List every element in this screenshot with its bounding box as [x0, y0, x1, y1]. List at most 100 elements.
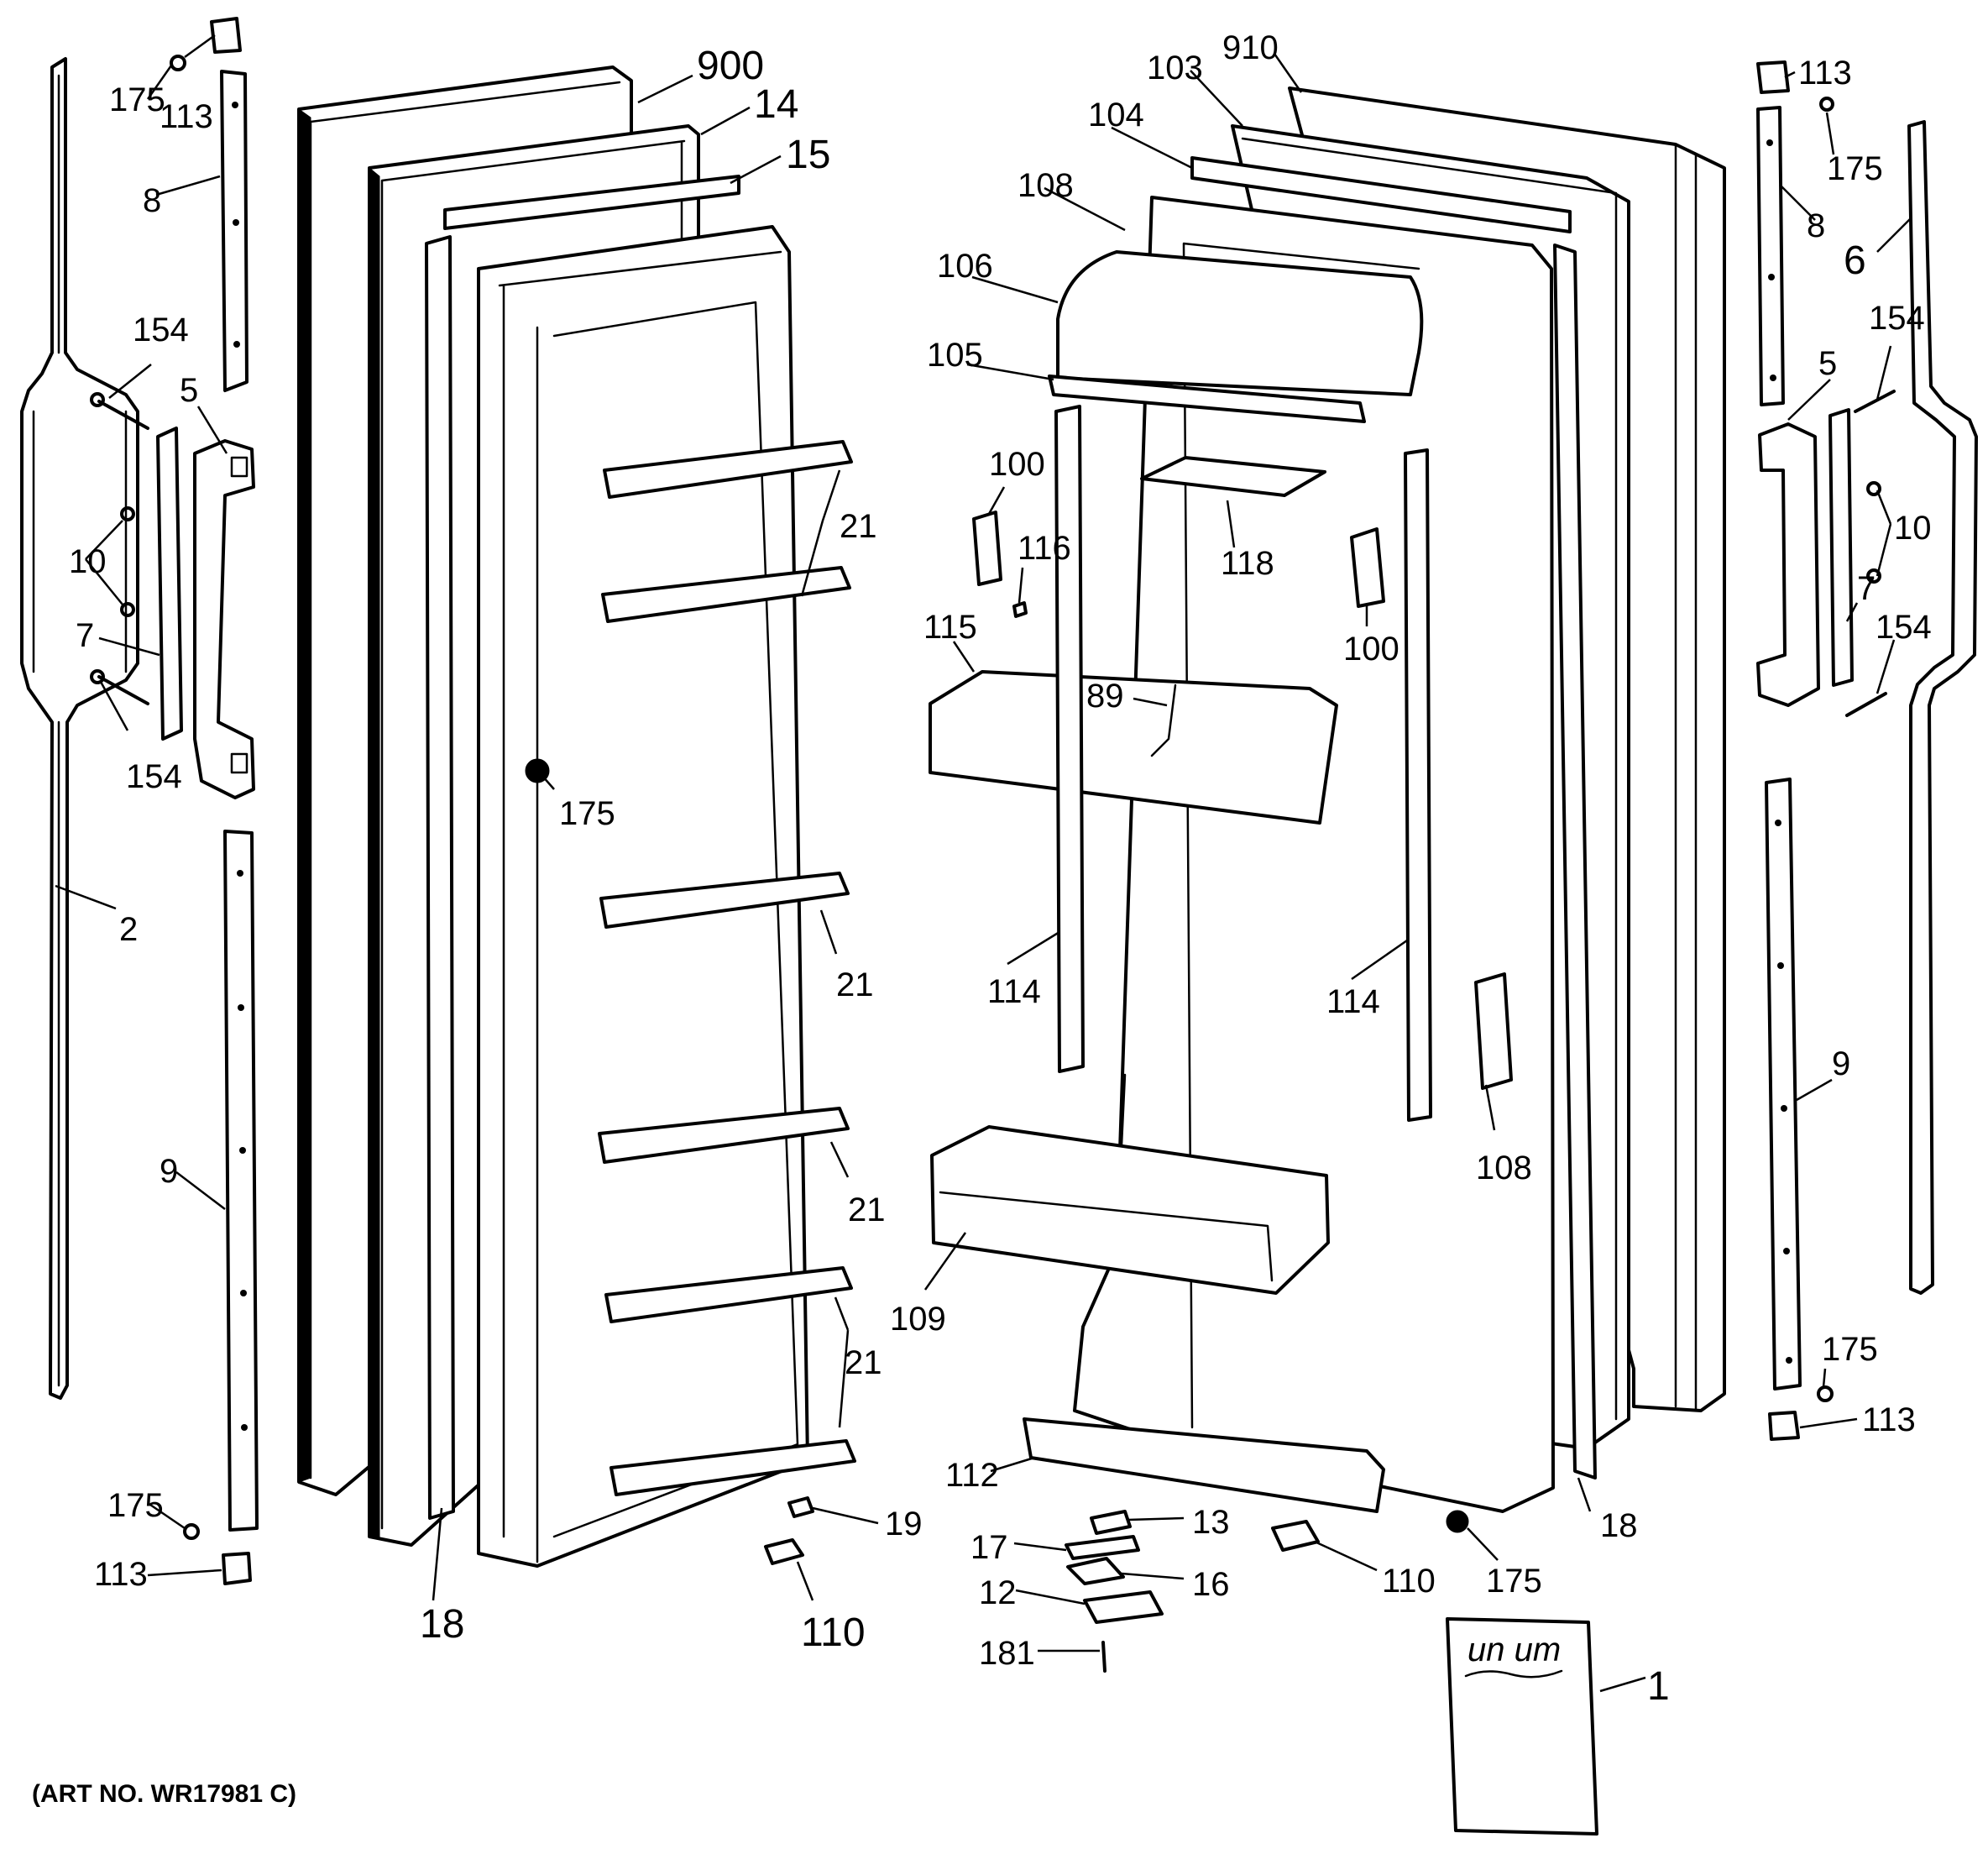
callout-18-left: 18: [420, 1602, 464, 1647]
cam-part-110-right: [1271, 1520, 1320, 1552]
callout-7-right: 7: [1857, 570, 1876, 607]
callout-115: 115: [923, 609, 977, 646]
callout-100-left: 100: [989, 446, 1045, 483]
dairy-bottom-part-105: [1048, 374, 1366, 423]
rail-part-114-right: [1404, 448, 1432, 1122]
callout-13: 13: [1192, 1504, 1230, 1541]
callout-114-left: 114: [987, 973, 1041, 1010]
callout-6: 6: [1844, 238, 1866, 283]
callout-89: 89: [1086, 678, 1124, 715]
callout-118: 118: [1221, 545, 1274, 582]
callout-7-left: 7: [76, 617, 94, 654]
callout-109: 109: [890, 1301, 946, 1338]
callout-1: 1: [1647, 1664, 1670, 1709]
callout-154-top-right: 154: [1869, 300, 1925, 337]
screw-part-175-top-right: [1819, 97, 1834, 112]
bracket-part-113-bottom-right: [1768, 1411, 1800, 1441]
callout-5-left: 5: [180, 372, 198, 409]
divider-part-89: [1150, 683, 1177, 757]
screw-part-154-top: [97, 400, 149, 430]
bracket-part-113-top: [210, 17, 242, 54]
screw-part-154-top-right: [1854, 390, 1896, 413]
callout-106: 106: [937, 248, 993, 285]
callout-21-b: 21: [836, 966, 874, 1003]
callout-181: 181: [979, 1635, 1035, 1672]
callout-113-top-left: 113: [160, 98, 213, 135]
callout-5-right: 5: [1818, 345, 1837, 382]
callout-113-bottom-right: 113: [1862, 1401, 1916, 1438]
shelf-support-part-100-right: [1350, 527, 1385, 608]
callout-116: 116: [1018, 530, 1071, 567]
breaker-strip-part-104: [1190, 156, 1572, 233]
cam-part-110-left: [764, 1538, 804, 1565]
clip-part-116: [1012, 601, 1028, 618]
screw-part-10-b: [120, 602, 135, 617]
callout-21-a: 21: [840, 508, 877, 545]
callout-16: 16: [1192, 1566, 1230, 1603]
screw-part-154-bottom: [97, 675, 149, 705]
screw-part-10-right-a: [1866, 481, 1881, 496]
screw-part-175-bottom-right: [1817, 1385, 1834, 1402]
handle-insert-part-7-right: [1828, 408, 1854, 687]
callout-110-right: 110: [1382, 1563, 1436, 1600]
handle-part-5: [193, 439, 255, 799]
callout-105: 105: [927, 337, 983, 374]
callout-175-top-left: 175: [109, 81, 165, 118]
callout-175-bottom-right: 175: [1822, 1331, 1878, 1368]
callout-108-top: 108: [1018, 167, 1074, 204]
callout-10-right: 10: [1894, 510, 1932, 547]
callout-110-left: 110: [801, 1610, 866, 1655]
callout-2: 2: [119, 911, 138, 948]
callout-19: 19: [885, 1506, 923, 1542]
screw-part-175-bottom-left: [183, 1523, 200, 1540]
callout-114-right: 114: [1326, 983, 1380, 1020]
callout-103: 103: [1147, 50, 1203, 86]
callout-175-door: 175: [559, 795, 615, 832]
callout-900: 900: [697, 44, 764, 88]
bracket-part-113-top-right: [1756, 60, 1790, 94]
hinge-strip-part-8-right: [1756, 106, 1785, 406]
callout-113-top-right: 113: [1798, 55, 1852, 92]
callout-9-left: 9: [160, 1153, 178, 1190]
plug-part-175-cabinet: [1446, 1510, 1469, 1533]
screw-part-10-a: [120, 506, 135, 521]
leader-lines: [55, 34, 1912, 1693]
screw-part-154-bottom-right: [1845, 692, 1887, 717]
callout-8-left: 8: [143, 182, 161, 219]
callout-175-cabinet: 175: [1486, 1563, 1542, 1600]
callout-15: 15: [786, 133, 830, 177]
cam-part-19: [787, 1496, 814, 1518]
callout-12: 12: [979, 1574, 1017, 1611]
art-number: (ART NO. WR17981 C): [32, 1780, 297, 1808]
callout-108-side: 108: [1476, 1150, 1532, 1186]
callout-175-top-right: 175: [1827, 150, 1883, 187]
rail-part-114-left: [1054, 405, 1085, 1073]
gasket-strip-part-18-left: [425, 235, 455, 1520]
hinge-strip-part-8: [220, 70, 248, 392]
hinge-part-12: [1083, 1590, 1164, 1624]
dairy-door-part-106: [1056, 250, 1424, 396]
handle-part-5-right: [1756, 422, 1820, 707]
handle-insert-part-7: [156, 427, 183, 741]
callout-154-bottom-left: 154: [126, 758, 182, 795]
callout-104: 104: [1088, 97, 1144, 134]
callout-9-right: 9: [1832, 1045, 1850, 1082]
manual-scribble: un um: [1467, 1631, 1561, 1668]
callout-154-bottom-right: 154: [1876, 609, 1932, 646]
bin-part-109: [930, 1125, 1330, 1295]
bin-part-115: [929, 670, 1338, 825]
hinge-strip-part-9-right: [1765, 778, 1802, 1390]
callout-910: 910: [1222, 29, 1279, 66]
callout-113-bottom-left: 113: [94, 1556, 148, 1593]
shelf-support-part-100-left: [972, 511, 1002, 586]
shim-part-17: [1065, 1535, 1140, 1560]
door-shelves-part-21: [598, 440, 856, 1496]
callout-154-top-left: 154: [133, 312, 189, 348]
gasket-patch-part-108: [1474, 972, 1513, 1090]
screw-part-175-top: [170, 55, 186, 71]
callout-14: 14: [754, 82, 798, 127]
callout-17: 17: [970, 1529, 1008, 1566]
cam-part-16: [1066, 1557, 1125, 1585]
callout-18-right: 18: [1600, 1507, 1638, 1544]
callout-175-bottom-left: 175: [107, 1487, 164, 1524]
